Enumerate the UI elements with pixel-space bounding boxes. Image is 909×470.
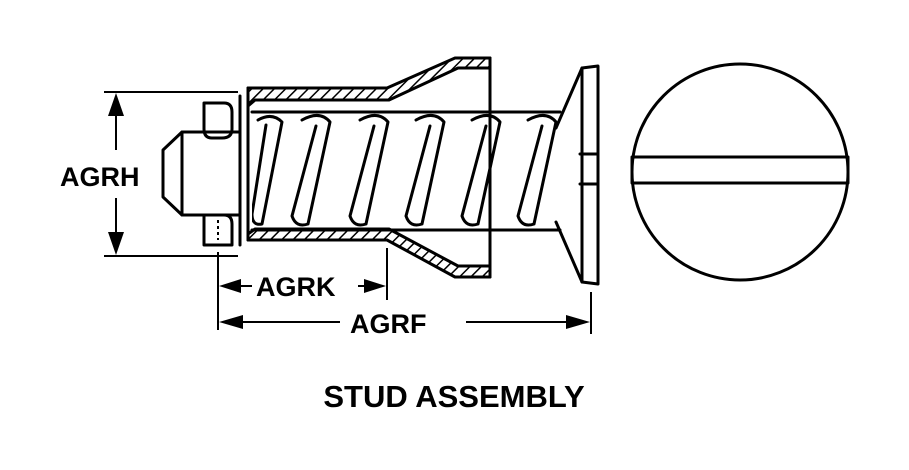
retaining-pin: [202, 101, 234, 247]
dimension-label-agrk: AGRK: [256, 272, 336, 302]
stud-body: [250, 110, 562, 232]
drawing-caption: STUD ASSEMBLY: [323, 379, 585, 414]
coil-spring: [252, 114, 558, 227]
dimension-label-agrh: AGRH: [60, 162, 140, 192]
receptacle-sleeve: [238, 56, 492, 279]
dimension-label-agrf: AGRF: [350, 309, 427, 339]
stud-head-end-view: [630, 62, 850, 282]
dimension-agrk: [217, 248, 388, 330]
stud-tip: [161, 130, 242, 217]
stud-head-side: [554, 64, 600, 286]
dimension-agrf: [219, 292, 592, 334]
dimension-agrh: [104, 91, 238, 257]
